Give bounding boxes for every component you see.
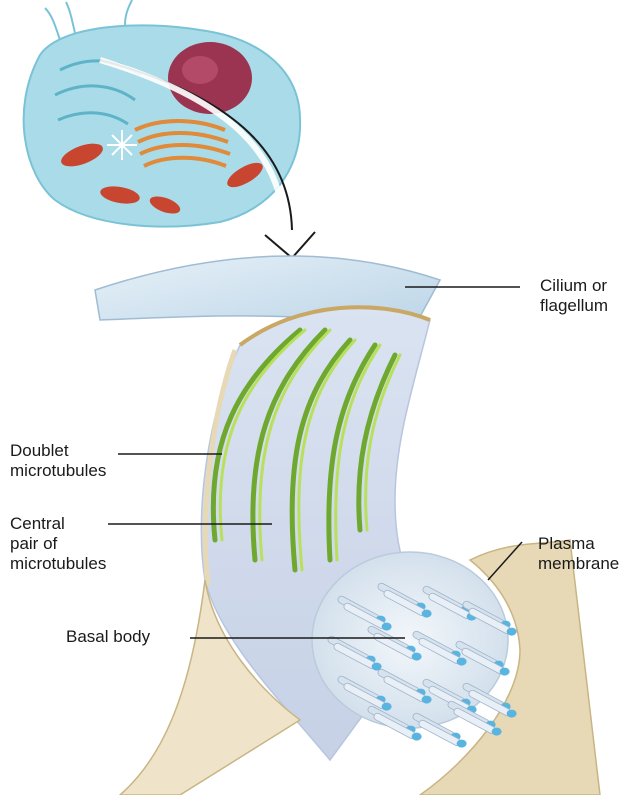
basal-tubule-tip xyxy=(422,696,432,704)
basal-tubule-tip xyxy=(507,710,517,718)
basal-tubule-tip xyxy=(457,740,467,748)
label-doublet-microtubules: Doublet microtubules xyxy=(10,441,106,481)
basal-tubule-tip xyxy=(492,728,502,736)
basal-tubule-tip xyxy=(422,610,432,618)
basal-tubule-tip xyxy=(412,653,422,661)
basal-body-disk xyxy=(312,552,508,728)
label-plasma-line1: Plasma xyxy=(538,534,619,554)
label-basal-body: Basal body xyxy=(66,627,150,647)
label-central-line3: microtubules xyxy=(10,554,106,574)
basal-tubule-tip xyxy=(382,623,392,631)
nucleolus xyxy=(182,56,218,84)
label-basal-text: Basal body xyxy=(66,627,150,647)
label-plasma-line2: membrane xyxy=(538,554,619,574)
label-cilium-line2: flagellum xyxy=(540,296,608,316)
label-doublet-line2: microtubules xyxy=(10,461,106,481)
label-central-line2: pair of xyxy=(10,534,106,554)
basal-tubule-tip xyxy=(412,733,422,741)
label-central-pair: Central pair of microtubules xyxy=(10,514,106,574)
label-cilium-line1: Cilium or xyxy=(540,276,608,296)
label-plasma-membrane: Plasma membrane xyxy=(538,534,619,574)
basal-tubule-tip xyxy=(500,668,510,676)
label-doublet-line1: Doublet xyxy=(10,441,106,461)
basal-tubule-tip xyxy=(457,658,467,666)
label-central-line1: Central xyxy=(10,514,106,534)
label-cilium-or-flagellum: Cilium or flagellum xyxy=(540,276,608,316)
cell-membrane xyxy=(24,25,300,226)
cell-illustration xyxy=(24,0,300,227)
basal-tubule-tip xyxy=(382,703,392,711)
basal-tubule-tip xyxy=(507,628,517,636)
